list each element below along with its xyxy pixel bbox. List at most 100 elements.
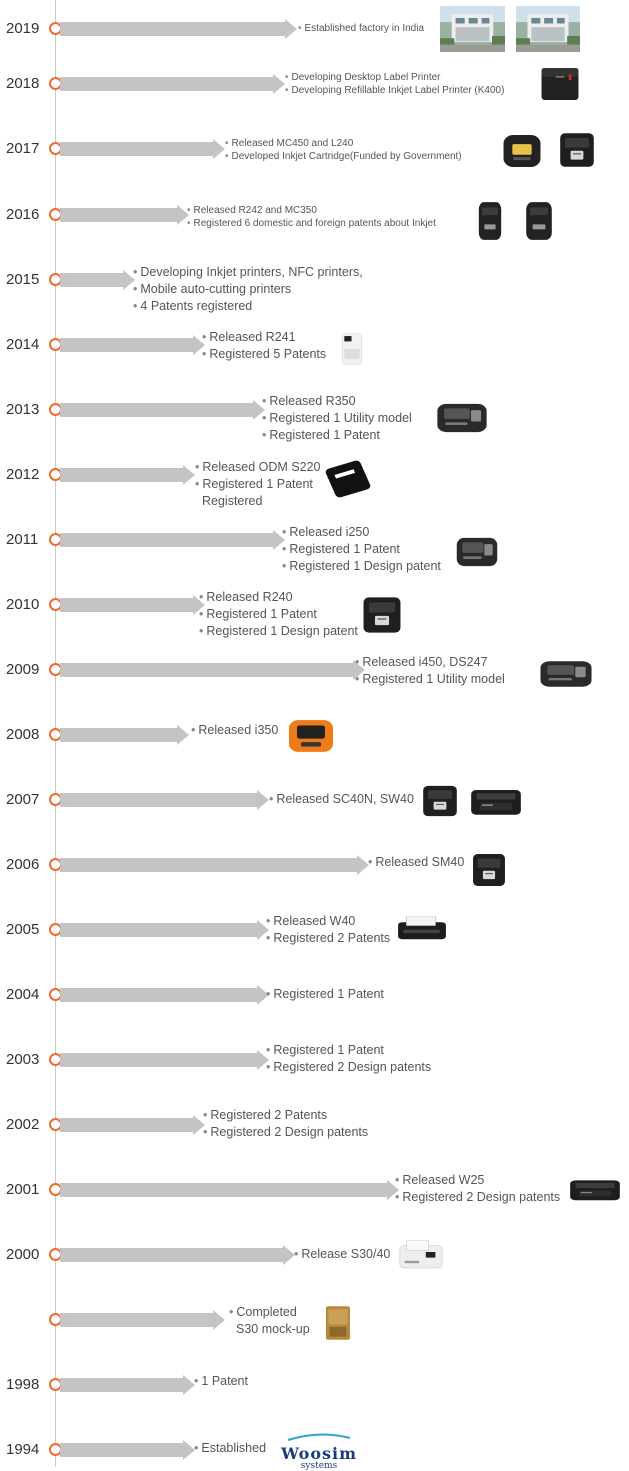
milestone-list: •Released W40•Registered 2 Patents [266, 913, 390, 947]
printer-photo [537, 654, 595, 694]
printer-photo [500, 132, 544, 170]
timeline-arrow-bar [60, 205, 189, 225]
milestone-item: •Released i450, DS247 [355, 654, 505, 671]
milestone-text: Developed Inkjet Cartridge(Funded by Gov… [231, 151, 462, 162]
timeline-arrow-bar [60, 1050, 269, 1070]
bullet-icon: • [298, 23, 302, 34]
milestone-text: Developing Desktop Label Printer [291, 72, 441, 83]
milestone-list: •Established factory in India [298, 22, 424, 35]
bullet-icon: • [269, 792, 274, 806]
milestone-text: Completed [236, 1305, 297, 1319]
bullet-icon: • [225, 151, 229, 162]
milestone-item: •1 Patent [194, 1373, 248, 1390]
milestone-item: •Registered 2 Design patents [266, 1059, 431, 1076]
milestone-item: •4 Patents registered [133, 298, 363, 315]
year-label: 2012 [6, 466, 40, 483]
year-label: 2002 [6, 1116, 40, 1133]
milestone-text: Established factory in India [304, 23, 425, 34]
milestone-item: •Mobile auto-cutting printers [133, 281, 363, 298]
milestone-item: •Registered 2 Patents [203, 1107, 368, 1124]
milestone-list: •Established [194, 1440, 266, 1457]
bullet-icon: • [355, 672, 360, 686]
milestone-text: Mobile auto-cutting printers [140, 282, 292, 296]
milestone-item: •Registered 5 Patents [202, 346, 326, 363]
milestone-text: Registered [202, 494, 263, 508]
year-label: 2001 [6, 1181, 40, 1198]
bullet-icon: • [202, 347, 207, 361]
milestone-list: •Registered 1 Patent [266, 986, 384, 1003]
bullet-icon: • [262, 428, 267, 442]
logo-swoosh-icon [287, 1433, 351, 1441]
milestone-item: •Registered 1 Patent [262, 427, 412, 444]
timeline-arrow-bar [60, 1180, 399, 1200]
milestone-item: •Registered 1 Patent [266, 986, 384, 1003]
year-label: 2000 [6, 1246, 40, 1263]
milestone-text: Registered 5 Patents [209, 347, 327, 361]
year-label: 2017 [6, 140, 40, 157]
year-label: 2004 [6, 986, 40, 1003]
year-label: 2011 [6, 531, 39, 548]
year-label: 1998 [6, 1376, 40, 1393]
logo-tagline-text: systems [300, 1461, 338, 1471]
bullet-icon: • [199, 624, 204, 638]
timeline-arrow-bar [60, 1375, 195, 1395]
milestone-item: •Established factory in India [298, 22, 424, 35]
milestone-item: •Release S30/40 [294, 1246, 390, 1263]
milestone-list: •Developing Desktop Label Printer•Develo… [285, 71, 504, 97]
timeline-arrow-bar [60, 1440, 195, 1460]
milestone-list: •Developing Inkjet printers, NFC printer… [133, 264, 363, 315]
bullet-icon: • [266, 1043, 271, 1057]
bullet-icon: • [266, 914, 271, 928]
printer-photo [397, 1236, 445, 1276]
milestone-list: •Registered 2 Patents•Registered 2 Desig… [203, 1107, 368, 1141]
bullet-icon: • [133, 265, 138, 279]
milestone-item: •Registered 1 Patent [266, 1042, 431, 1059]
milestone-text: Registered 1 Patent [206, 607, 317, 621]
milestone-text: Registered 1 Patent [273, 987, 384, 1001]
bullet-icon: • [266, 987, 271, 1001]
milestone-item: •Registered 1 Patent [282, 541, 441, 558]
milestone-text: Established [201, 1441, 267, 1455]
milestone-list: •Released R241•Registered 5 Patents [202, 329, 326, 363]
milestone-text: Registered 2 Patents [210, 1108, 328, 1122]
bullet-icon: • [355, 655, 360, 669]
timeline-arrow-bar [60, 19, 297, 39]
printer-photo [469, 782, 523, 822]
milestone-text: Registered 1 Utility model [269, 411, 412, 425]
milestone-text: Released i250 [289, 525, 370, 539]
printer-photo [476, 200, 504, 242]
milestone-text: Released MC450 and L240 [231, 138, 354, 149]
milestone-item: •Released i250 [282, 524, 441, 541]
bullet-icon: • [266, 931, 271, 945]
printer-photo [325, 460, 371, 498]
milestone-list: •Released i350 [191, 722, 278, 739]
bullet-icon: • [199, 607, 204, 621]
bullet-icon: • [187, 218, 191, 229]
milestone-item: •Completed [229, 1304, 310, 1321]
milestone-text: 4 Patents registered [140, 299, 253, 313]
bullet-icon: • [282, 559, 287, 573]
milestone-list: •Released MC450 and L240•Developed Inkje… [225, 137, 462, 163]
bullet-icon: • [195, 477, 200, 491]
milestone-text: Registered 6 domestic and foreign patent… [193, 218, 436, 229]
bullet-icon: • [195, 460, 200, 474]
milestone-text: Developing Refillable Inkjet Label Print… [291, 85, 505, 96]
milestone-text: Registered 1 Utility model [362, 672, 505, 686]
printer-photo [323, 1304, 353, 1342]
printer-photo [568, 1174, 622, 1206]
milestone-text: Released W40 [273, 914, 356, 928]
milestone-text: Registered 1 Patent [273, 1043, 384, 1057]
bullet-icon: • [395, 1190, 400, 1204]
milestone-text: Registered 1 Patent [269, 428, 380, 442]
milestone-item: •Released i350 [191, 722, 278, 739]
milestone-text: 1 Patent [201, 1374, 248, 1388]
bullet-icon: • [202, 330, 207, 344]
bullet-icon: • [262, 394, 267, 408]
bullet-icon: • [395, 1173, 400, 1187]
milestone-text: S30 mock-up [236, 1322, 310, 1336]
milestone-text: Registered 1 Patent [202, 477, 313, 491]
milestone-list: •Released i450, DS247•Registered 1 Utili… [355, 654, 505, 688]
bullet-icon: • [199, 590, 204, 604]
milestone-list: •Released SC40N, SW40 [269, 791, 414, 808]
